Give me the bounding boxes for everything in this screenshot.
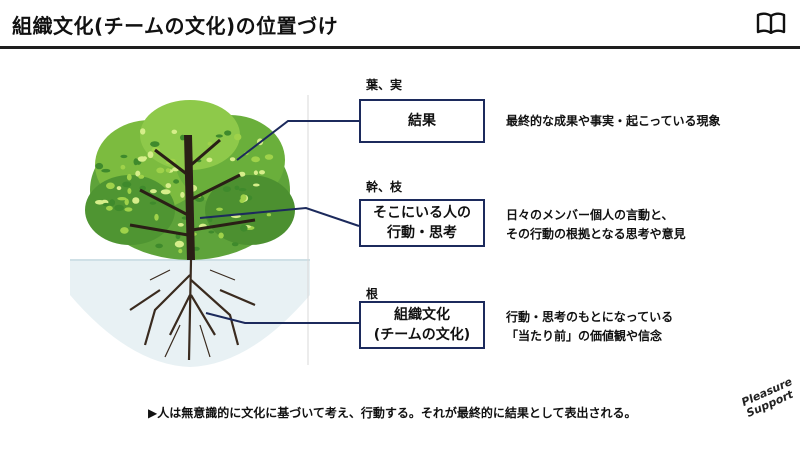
- leaf-speck: [238, 188, 247, 192]
- result-box: 結果: [359, 99, 485, 143]
- leaf-speck: [238, 171, 246, 177]
- leaf-speck: [215, 134, 223, 138]
- leaf-speck: [109, 199, 116, 206]
- leaf-speck: [206, 157, 213, 163]
- leaf-speck: [173, 179, 180, 184]
- leaf-speck: [106, 205, 113, 211]
- leaf-speck: [174, 240, 184, 248]
- leaf-speck: [171, 129, 178, 134]
- leaf-speck: [257, 138, 264, 146]
- leaf-speck: [147, 151, 154, 159]
- leaf-speck: [264, 154, 274, 160]
- leaf-speck: [224, 130, 232, 136]
- leaf-speck: [140, 128, 146, 135]
- leaf-speck: [95, 200, 105, 205]
- brand-logo: Pleasure Support: [740, 375, 799, 419]
- behavior-box: そこにいる人の 行動・思考: [359, 199, 485, 247]
- tree-illustration: [70, 95, 310, 367]
- leaf-speck: [231, 242, 239, 247]
- culture-box-line: (チームの文化): [373, 327, 471, 343]
- behavior-description-line: 日々のメンバー個人の言動と、: [506, 208, 674, 222]
- page-title: 組織文化(チームの文化)の位置づけ: [12, 14, 339, 38]
- leaf-speck: [234, 133, 242, 141]
- layer-label-leaves: 葉、実: [366, 78, 403, 92]
- layer-label-trunk: 幹、枝: [366, 180, 403, 194]
- leaf-speck: [177, 223, 184, 227]
- book-icon[interactable]: [756, 12, 786, 34]
- leaf-speck: [120, 164, 126, 170]
- leaf-speck: [120, 154, 128, 159]
- layer-label-roots: 根: [366, 287, 379, 301]
- leaf-speck: [229, 157, 236, 162]
- leaf-speck: [266, 213, 272, 217]
- leaf-speck: [127, 188, 132, 194]
- leaf-speck: [160, 189, 171, 195]
- leaf-speck: [216, 207, 223, 211]
- leaf-speck: [240, 224, 248, 232]
- culture-description-line: 行動・思考のもとになっている: [506, 310, 674, 324]
- leaf-speck: [165, 183, 172, 189]
- leaf-speck: [165, 168, 171, 173]
- leaf-speck: [126, 173, 132, 181]
- leaf-speck: [102, 202, 110, 207]
- leaf-speck: [138, 174, 145, 179]
- leaf-speck: [208, 216, 213, 223]
- leaf-speck: [116, 186, 122, 191]
- leaf-speck: [132, 197, 140, 204]
- leaf-speck: [149, 201, 157, 205]
- header-divider: [0, 46, 800, 49]
- leaf-speck: [156, 167, 165, 174]
- leaf-speck: [124, 207, 133, 212]
- leaf-speck: [135, 170, 141, 177]
- leaf-speck: [124, 198, 129, 206]
- behavior-box-line: 行動・思考: [387, 225, 457, 241]
- footer-summary: ▶人は無意識的に文化に基づいて考え、行動する。それが最終的に結果として表出される…: [148, 406, 637, 420]
- leaf-speck: [150, 189, 157, 194]
- leaf-speck: [178, 248, 183, 254]
- leaf-speck: [155, 243, 163, 249]
- leaf-speck: [252, 183, 260, 187]
- leaf-speck: [114, 204, 124, 212]
- leaf-speck: [106, 182, 115, 190]
- leaf-speck: [133, 158, 139, 166]
- result-description: 最終的な成果や事実・起こっている現象: [506, 112, 721, 131]
- leaf-speck: [142, 156, 147, 160]
- behavior-box-line: そこにいる人の: [373, 204, 471, 221]
- result-description-line: 最終的な成果や事実・起こっている現象: [506, 114, 721, 128]
- leaf-speck: [180, 191, 185, 198]
- leaf-speck: [234, 185, 240, 190]
- leaf-speck: [122, 181, 132, 188]
- leaf-speck: [150, 141, 160, 147]
- leaf-speck: [95, 162, 104, 170]
- culture-description-line: 「当たり前」の価値観や信念: [506, 329, 663, 344]
- leaf-speck: [208, 230, 215, 234]
- culture-box: 組織文化 (チームの文化): [359, 301, 485, 349]
- leaf-speck: [117, 197, 127, 201]
- leaf-speck: [154, 213, 159, 221]
- culture-description: 行動・思考のもとになっている 「当たり前」の価値観や信念: [506, 308, 673, 346]
- leaf-speck: [120, 227, 129, 234]
- leaf-speck: [231, 214, 241, 219]
- leaf-speck: [218, 232, 224, 239]
- leaf-speck: [253, 170, 258, 175]
- leaf-speck: [244, 151, 249, 156]
- leaf-speck: [251, 156, 260, 163]
- result-box-text: 結果: [408, 112, 436, 129]
- behavior-description-line: その行動の根拠となる思考や意見: [506, 227, 686, 242]
- leaf-speck: [259, 170, 265, 175]
- leaf-speck: [240, 194, 247, 202]
- leaf-speck: [207, 141, 213, 146]
- culture-box-line: 組織文化: [393, 306, 450, 323]
- leaf-speck: [222, 186, 231, 192]
- leaf-speck: [101, 168, 111, 173]
- behavior-description: 日々のメンバー個人の言動と、 その行動の根拠となる思考や意見: [506, 206, 686, 244]
